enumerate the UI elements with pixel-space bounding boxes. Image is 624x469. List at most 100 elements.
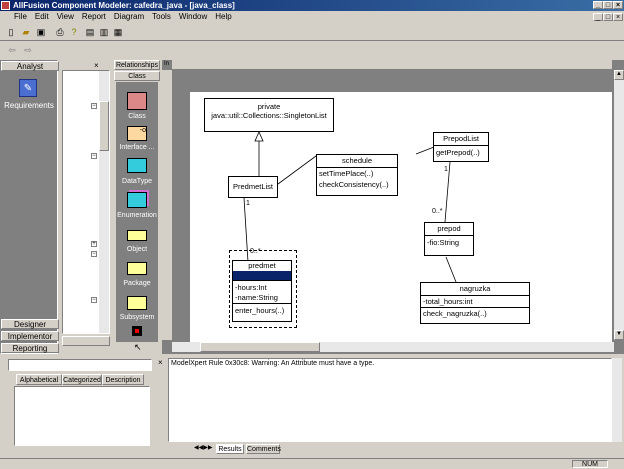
- palette-item-object[interactable]: Object: [126, 246, 148, 253]
- red-item-icon[interactable]: [132, 326, 142, 336]
- status-num: NUM: [572, 460, 608, 468]
- menu-file[interactable]: File: [14, 12, 27, 21]
- close-button[interactable]: ×: [613, 1, 623, 9]
- output-panel: × ModelXpert Rule 0x30c8: Warning: An At…: [158, 356, 624, 458]
- tab-description[interactable]: Description: [102, 374, 144, 385]
- layout-icon-2[interactable]: ▥: [99, 27, 109, 37]
- layout-icon-3[interactable]: ▦: [113, 27, 123, 37]
- print-icon[interactable]: ⎙: [56, 27, 64, 37]
- requirements-icon[interactable]: ✎: [19, 79, 37, 97]
- status-bar: NUM: [0, 458, 624, 468]
- output-vscroll[interactable]: [612, 358, 622, 442]
- tree-expander[interactable]: −: [91, 153, 97, 159]
- minimize-button[interactable]: _: [593, 1, 603, 9]
- props-grid[interactable]: [14, 386, 150, 446]
- tab-designer[interactable]: Designer: [1, 319, 59, 329]
- hscroll-thumb[interactable]: [200, 342, 320, 352]
- palette-body: Class -o Interface ... DataType Enumerat…: [116, 82, 158, 342]
- enumeration-icon[interactable]: [127, 192, 147, 208]
- class-nagruzka-op: check_nagruzka(..): [421, 307, 529, 319]
- forward-icon[interactable]: ⇨: [24, 45, 32, 55]
- new-icon[interactable]: ▯: [8, 27, 14, 37]
- doc-close-button[interactable]: ×: [613, 13, 623, 21]
- subsystem-icon[interactable]: [127, 296, 147, 310]
- datatype-icon[interactable]: [127, 158, 147, 173]
- open-icon[interactable]: ▰: [22, 27, 30, 37]
- tree-panel-close-icon[interactable]: ×: [94, 61, 99, 70]
- output-close-icon[interactable]: ×: [158, 358, 163, 367]
- tree-expander[interactable]: −: [91, 251, 97, 257]
- menu-tools[interactable]: Tools: [152, 12, 171, 21]
- class-icon[interactable]: [127, 92, 147, 110]
- output-nav-arrows[interactable]: ◀◀▶▶: [194, 445, 213, 451]
- class-schedule-op-1: setTimePlace(..): [317, 167, 397, 179]
- props-dropdown[interactable]: [8, 359, 152, 371]
- class-prepodlist[interactable]: PrepodList getPrepod(..): [433, 132, 489, 162]
- scroll-up-button[interactable]: ▲: [614, 70, 624, 80]
- class-predmet-op: enter_hours(..): [233, 303, 291, 317]
- menu-help[interactable]: Help: [215, 12, 232, 21]
- palette-header[interactable]: Relationships: [114, 60, 160, 70]
- back-icon[interactable]: ⇦: [8, 45, 16, 55]
- tree-expander[interactable]: −: [91, 103, 97, 109]
- save-icon[interactable]: ▣: [36, 27, 46, 37]
- main-toolbar: ▯ ▰ ▣ ⎙ ? ▤ ▥ ▦: [0, 23, 624, 41]
- diagram-canvas[interactable]: private java::util::Collections::Singlet…: [190, 92, 612, 342]
- class-prepod[interactable]: prepod -fio:String: [424, 222, 474, 256]
- menu-window[interactable]: Window: [178, 12, 208, 21]
- class-predmet-attr-2: -name:String: [235, 293, 278, 302]
- tab-categorized[interactable]: Categorized: [62, 374, 102, 385]
- class-predmet[interactable]: predmet -hours:Int -name:String enter_ho…: [232, 260, 292, 322]
- properties-panel: × Alphabetical Categorized Description: [0, 356, 156, 458]
- diagram-vscroll[interactable]: ▲ ▼: [614, 70, 624, 340]
- tab-analyst[interactable]: Analyst: [1, 61, 59, 71]
- class-private-name: private: [257, 102, 281, 111]
- scroll-down-button[interactable]: ▼: [614, 330, 624, 340]
- class-schedule[interactable]: schedule setTimePlace(..) checkConsisten…: [316, 154, 398, 196]
- palette-item-datatype[interactable]: DataType: [122, 178, 152, 185]
- palette-item-class[interactable]: Class: [128, 113, 146, 120]
- menu-report[interactable]: Report: [81, 12, 106, 21]
- tree-scrollbar-thumb[interactable]: [99, 101, 109, 151]
- class-private[interactable]: private java::util::Collections::Singlet…: [204, 98, 334, 132]
- tree-scrollbar[interactable]: [99, 71, 109, 333]
- object-icon[interactable]: [127, 230, 147, 241]
- tab-comments[interactable]: Comments: [246, 444, 281, 454]
- requirements-label[interactable]: Requirements: [4, 101, 54, 110]
- palette-item-package[interactable]: Package: [123, 280, 151, 287]
- tree-expander[interactable]: +: [91, 241, 97, 247]
- tree-expander[interactable]: −: [91, 297, 97, 303]
- tree-view[interactable]: − − + − −: [62, 70, 110, 334]
- explorer-panel: Analyst ✎ Requirements Designer Implemen…: [0, 60, 59, 354]
- palette-subheader[interactable]: Class: [114, 71, 160, 81]
- doc-minimize-button[interactable]: _: [593, 13, 603, 21]
- selection-box: [229, 250, 297, 328]
- menu-view[interactable]: View: [56, 12, 74, 21]
- palette-item-enumeration[interactable]: Enumeration: [117, 212, 157, 219]
- help-icon[interactable]: ?: [71, 27, 77, 37]
- nav-toolbar: ⇦ ⇨: [0, 41, 624, 59]
- class-nagruzka[interactable]: nagruzka -total_hours:int check_nagruzka…: [420, 282, 530, 324]
- tab-implementor[interactable]: Implementor: [1, 331, 59, 341]
- tab-alphabetical[interactable]: Alphabetical: [16, 374, 62, 385]
- pointer-icon[interactable]: ↖: [134, 342, 142, 352]
- top-ruler: In: [164, 60, 612, 70]
- menu-edit[interactable]: Edit: [34, 12, 49, 21]
- class-predmetlist-name: PredmetList: [232, 182, 274, 191]
- palette-item-subsystem[interactable]: Subsystem: [119, 314, 155, 321]
- interface-icon[interactable]: -o: [127, 126, 147, 141]
- tree-hscroll[interactable]: [62, 336, 110, 346]
- connector-lines: [243, 131, 457, 283]
- app-icon: [1, 1, 10, 10]
- menu-diagram[interactable]: Diagram: [113, 12, 145, 21]
- tab-reporting[interactable]: Reporting: [1, 343, 59, 353]
- class-predmetlist[interactable]: PredmetList: [228, 176, 278, 198]
- layout-icon-1[interactable]: ▤: [85, 27, 95, 37]
- tab-results[interactable]: Results: [216, 444, 244, 454]
- doc-restore-button[interactable]: □: [603, 13, 613, 21]
- diagram-hscroll[interactable]: [172, 342, 614, 352]
- class-schedule-name: schedule: [341, 156, 373, 165]
- package-icon[interactable]: [127, 262, 147, 275]
- palette-item-interface[interactable]: Interface ...: [119, 144, 155, 151]
- maximize-button[interactable]: □: [603, 1, 613, 9]
